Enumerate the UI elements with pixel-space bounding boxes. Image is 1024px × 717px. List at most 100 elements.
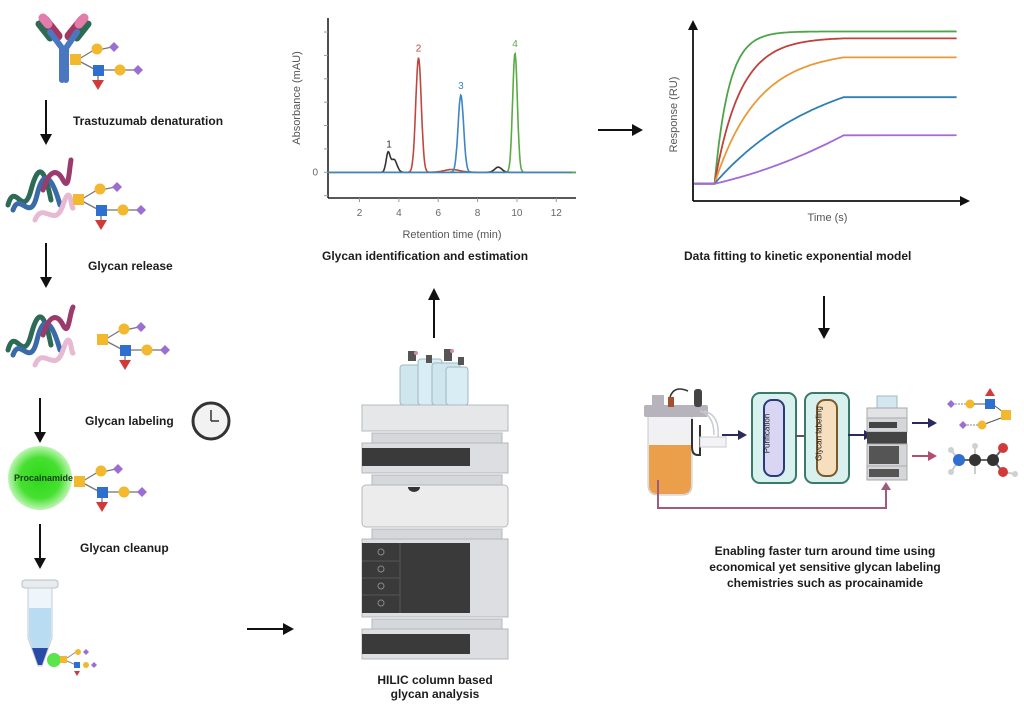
procainamide-glow (8, 446, 72, 510)
x-tick-label: 10 (511, 208, 523, 219)
labeled-glycan-illustration (74, 464, 147, 512)
x-tick-label: 12 (551, 208, 563, 219)
sialic-acid-diamond-icon (109, 42, 119, 52)
glcnac-square-icon (97, 487, 108, 498)
kinetic-caption: Data fitting to kinetic exponential mode… (684, 249, 912, 263)
unfolded-protein-icon (5, 304, 76, 368)
peak-label: 3 (458, 81, 464, 92)
mini-hplc-icon (866, 395, 908, 481)
kinetic-series-purple (694, 134, 957, 185)
glycan-icon (74, 464, 147, 512)
summary-line3: chemistries such as procainamide (726, 576, 924, 590)
bioreactor-illustration (644, 388, 727, 496)
glcnac-square-icon (70, 54, 81, 65)
step-label-labeling: Glycan labeling (85, 414, 174, 428)
glcnac-square-icon (120, 345, 131, 356)
summary-line1: Enabling faster turn around time using (714, 544, 936, 558)
solvent-bottles-icon (399, 349, 469, 406)
y-axis-arrowhead (688, 20, 698, 30)
purification-label: Purification (762, 413, 772, 454)
kinetic-series-blue (694, 96, 957, 185)
chromatogram-series-4 (328, 51, 576, 174)
output-glycan-icon (947, 388, 1011, 430)
chromatogram-series-2 (328, 57, 576, 174)
glycan-bond (78, 49, 95, 60)
hplc-caption: HILIC column based glycan analysis (355, 673, 515, 701)
chromatogram-series-3 (328, 93, 576, 174)
right-arrow-icon (247, 623, 294, 635)
x-axis-arrowhead (960, 196, 970, 206)
y-axis-title: Response (RU) (668, 77, 680, 153)
step-label-denaturation: Trastuzumab denaturation (73, 114, 224, 128)
summary-caption: Enabling faster turn around time using e… (690, 543, 960, 591)
glycan-icon (70, 42, 143, 90)
down-arrow-icon (818, 296, 830, 339)
sialic-acid-diamond-icon (133, 65, 143, 75)
glcnac-square-icon (93, 65, 104, 76)
x-tick-label: 8 (475, 208, 481, 219)
sialic-acid-diamond-icon (136, 205, 146, 215)
glycan-labeling-label: Glycan labeling (814, 406, 824, 461)
sialic-acid-diamond-icon (136, 322, 146, 332)
glcnac-square-icon (97, 334, 108, 345)
galactose-circle-icon (94, 183, 106, 195)
purification-pill (763, 399, 785, 477)
amino-acid-molecule-icon (948, 443, 1018, 477)
antibody-glycan-illustration (35, 13, 143, 90)
x-tick-label: 4 (396, 208, 402, 219)
chromatogram-caption: Glycan identification and estimation (322, 249, 529, 263)
kinetic-series-red (694, 37, 957, 185)
up-arrow-icon (428, 288, 440, 338)
sialic-acid-diamond-icon (137, 487, 147, 497)
hplc-caption-line1: HILIC column based (377, 673, 493, 687)
pipeline-arrow-icon (722, 430, 747, 440)
galactose-circle-icon (95, 465, 107, 477)
step-label-release: Glycan release (88, 259, 173, 273)
peak-label: 4 (512, 39, 518, 50)
feedback-loop-arrow (657, 480, 891, 509)
sialic-acid-diamond-icon (160, 345, 170, 355)
sialic-acid-diamond-icon (112, 182, 122, 192)
glycan-bond (82, 471, 99, 482)
galactose-circle-icon (114, 64, 126, 76)
kinetic-series-green (694, 30, 957, 185)
x-axis-title: Time (s) (808, 212, 848, 224)
procainamide-label: Procainamide (14, 473, 74, 483)
peak-label: 1 (386, 140, 392, 151)
galactose-circle-icon (118, 323, 130, 335)
galactose-circle-icon (91, 43, 103, 55)
kinetic-series-orange (694, 56, 957, 185)
y-axis-title: Absorbance (mAU) (291, 51, 303, 145)
glycan-labeling-pill (816, 399, 838, 477)
antibody-icon (35, 13, 92, 83)
hplc-instrument-illustration (361, 349, 509, 660)
fucose-triangle-icon (96, 502, 108, 512)
unfolded-protein-icon (5, 157, 76, 223)
released-glycan-illustration (5, 304, 170, 370)
x-tick-label: 2 (357, 208, 363, 219)
down-arrow-icon (40, 100, 52, 145)
right-arrow-icon (598, 124, 643, 136)
glycan-icon (97, 322, 170, 370)
hplc-caption-line2: glycan analysis (390, 687, 480, 701)
fucose-triangle-icon (119, 360, 131, 370)
fucose-triangle-icon (92, 80, 104, 90)
kinetic-response-chart: Time (s) Response (RU) (668, 20, 970, 224)
galactose-circle-icon (141, 344, 153, 356)
mini-labeled-glycan-icon (47, 649, 97, 676)
step-label-cleanup: Glycan cleanup (80, 541, 169, 555)
galactose-circle-icon (118, 486, 130, 498)
glycan-bond (105, 329, 122, 340)
sample-tube-illustration (21, 579, 59, 667)
sialic-acid-diamond-icon (113, 464, 123, 474)
denatured-protein-illustration (5, 157, 146, 230)
glcnac-square-icon (74, 476, 85, 487)
output-arrow-icon (912, 451, 937, 461)
y-tick-label: 0 (312, 167, 318, 178)
galactose-circle-icon (117, 204, 129, 216)
glcnac-square-icon (73, 194, 84, 205)
glycan-bond (81, 189, 98, 200)
summary-line2: economical yet sensitive glycan labeling (709, 560, 941, 574)
peak-label: 2 (416, 44, 422, 55)
